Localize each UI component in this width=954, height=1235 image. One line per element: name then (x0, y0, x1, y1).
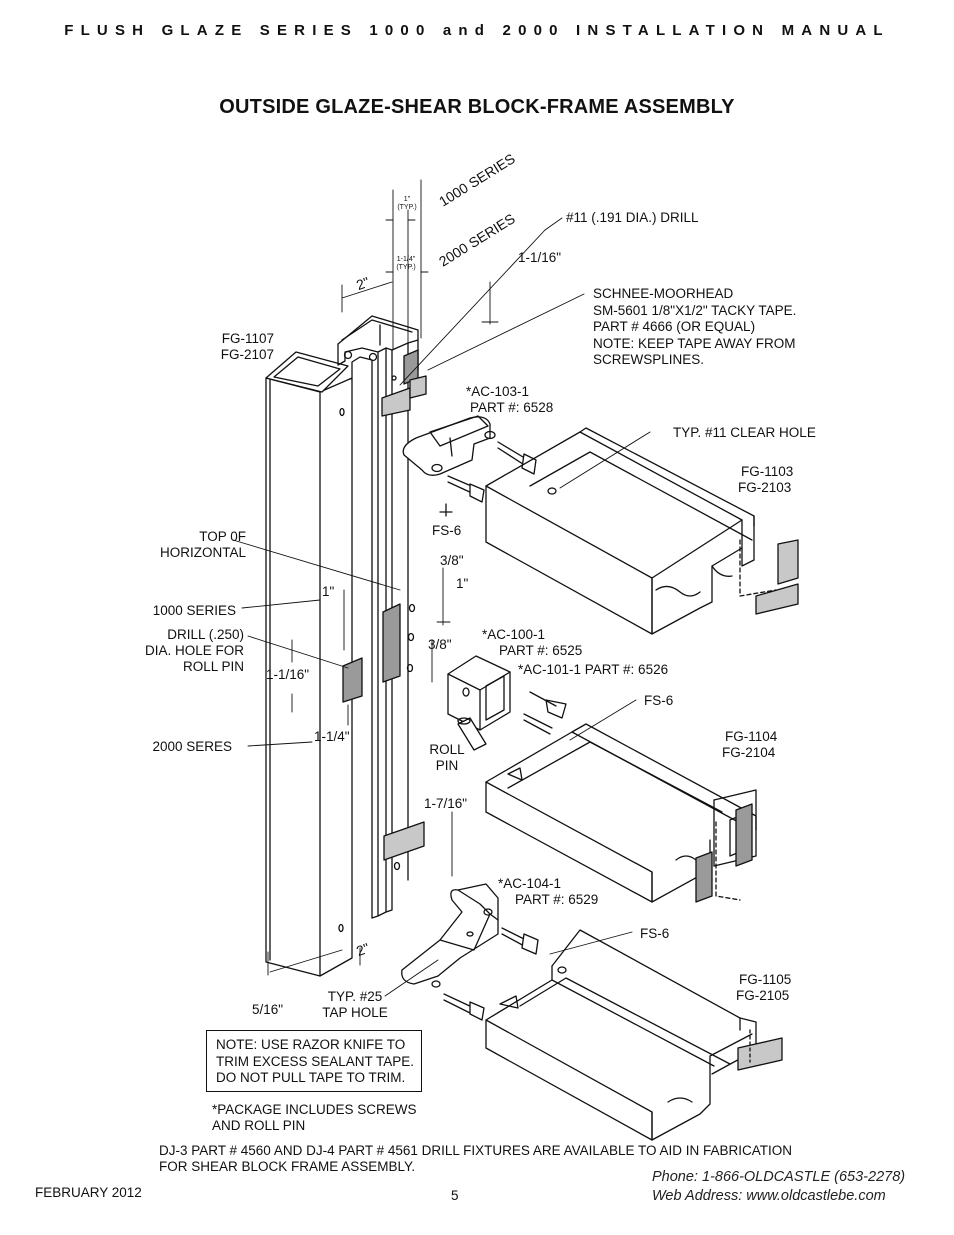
callout-fs6-bottom: FS-6 (640, 926, 670, 941)
dim-1-1-4-left: 1-1/4" (314, 729, 350, 744)
horizontal-fg1104 (485, 723, 757, 903)
callout-2000-series: 2000 SERES (152, 739, 232, 754)
callout-1000-series: 1000 SERIES (152, 603, 236, 618)
shear-block-ac103 (402, 415, 496, 476)
callout-ac100: *AC-100-1 PART #: 6525 (482, 627, 583, 658)
dim-5-16: 5/16" (252, 1002, 284, 1017)
contact-info: Phone: 1-866-OLDCASTLE (653-2278) Web Ad… (652, 1168, 905, 1206)
dim-1-1-16-top: 1-1/16" (518, 250, 562, 265)
page-number: 5 (451, 1188, 459, 1203)
callout-ac101: *AC-101-1 PART #: 6526 (518, 662, 669, 677)
dim-1-1-4-typ: 1-1/4"(TYP.) (396, 256, 416, 271)
shear-block-ac104 (401, 883, 499, 988)
dim-1-7-16: 1-7/16" (424, 796, 468, 811)
callout-fs6-top: FS-6 (432, 523, 462, 538)
jamb-profile (265, 315, 427, 977)
roll-pin (457, 717, 487, 751)
screws (439, 441, 567, 1021)
dim-1-1-16-left: 1-1/16" (266, 667, 310, 682)
fixture-note: DJ-3 PART # 4560 AND DJ-4 PART # 4561 DR… (159, 1143, 792, 1174)
note-box: NOTE: USE RAZOR KNIFE TO TRIM EXCESS SEA… (206, 1030, 422, 1092)
callout-fs6-mid: FS-6 (644, 693, 674, 708)
dim-3-8-mid: 3/8" (428, 637, 452, 652)
horizontal-fg1105 (485, 929, 783, 1141)
callout-ac104: *AC-104-1 PART #: 6529 (498, 876, 599, 907)
running-header: FLUSH GLAZE SERIES 1000 and 2000 INSTALL… (64, 22, 890, 39)
horizontal-fg1103 (485, 427, 799, 635)
footer-date: FEBRUARY 2012 (35, 1185, 142, 1200)
callout-drill-11: #11 (.191 DIA.) DRILL (566, 210, 699, 225)
callout-drill-250: DRILL (.250) DIA. HOLE FOR ROLL PIN (144, 627, 244, 674)
dim-1-left: 1" (322, 584, 335, 599)
page-title: OUTSIDE GLAZE-SHEAR BLOCK-FRAME ASSEMBLY (219, 96, 735, 118)
dimension-lines (232, 179, 651, 997)
dim-1-typ: 1"(TYP.) (397, 196, 417, 211)
footer-web: Web Address: www.oldcastlebe.com (652, 1188, 886, 1204)
callout-typ11-clear-hole: TYP. #11 CLEAR HOLE (673, 425, 816, 440)
callout-ac103: *AC-103-1 PART #: 6528 (466, 384, 554, 415)
shear-block-ac100 (447, 655, 511, 731)
callout-tacky-tape: SCHNEE-MOORHEAD SM-5601 1/8"X1/2" TACKY … (593, 286, 797, 367)
dim-3-8-top: 3/8" (440, 553, 464, 568)
footer-phone: Phone: 1-866-OLDCASTLE (653-2278) (652, 1169, 906, 1185)
dim-1-right: 1" (456, 576, 469, 591)
